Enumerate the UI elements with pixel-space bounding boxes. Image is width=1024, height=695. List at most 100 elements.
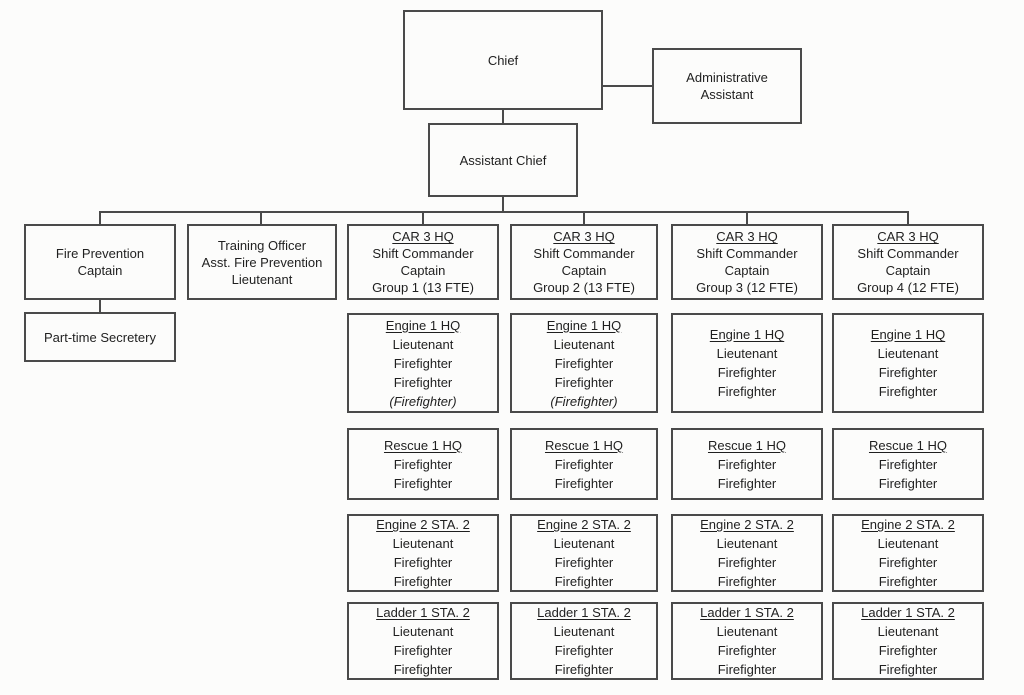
node-unit-g4-ladder1: Ladder 1 STA. 2 Lieutenant Firefighter F… bbox=[832, 602, 984, 680]
node-label: Administrative bbox=[686, 70, 768, 85]
unit-member: Firefighter bbox=[717, 643, 777, 658]
unit-title: Engine 1 HQ bbox=[709, 327, 785, 342]
node-part-time-secretary: Part-time Secretery bbox=[24, 312, 176, 362]
node-fire-prevention-captain: Fire Prevention Captain bbox=[24, 224, 176, 300]
unit-member: Lieutenant bbox=[392, 624, 454, 639]
connector-drop-group1 bbox=[422, 213, 424, 224]
unit-member: Firefighter bbox=[393, 475, 453, 491]
node-assistant-chief: Assistant Chief bbox=[428, 123, 578, 197]
node-label: Part-time Secretery bbox=[44, 329, 156, 345]
unit-title: Engine 2 STA. 2 bbox=[537, 517, 631, 532]
node-title: CAR 3 HQ bbox=[392, 229, 454, 244]
unit-title: Rescue 1 HQ bbox=[707, 437, 787, 453]
unit-member: Firefighter bbox=[554, 643, 614, 658]
node-unit-g2-engine2: Engine 2 STA. 2 Lieutenant Firefighter F… bbox=[510, 514, 658, 592]
node-label: Group 4 (12 FTE) bbox=[857, 280, 959, 295]
node-unit-g4-engine2: Engine 2 STA. 2 Lieutenant Firefighter F… bbox=[832, 514, 984, 592]
connector-fire-prevention-secretary bbox=[99, 299, 101, 312]
unit-member-extra: (Firefighter) bbox=[550, 393, 618, 409]
node-car3hq-group4: CAR 3 HQ Shift Commander Captain Group 4… bbox=[832, 224, 984, 300]
unit-member: Lieutenant bbox=[553, 624, 615, 639]
node-unit-g1-ladder1: Ladder 1 STA. 2 Lieutenant Firefighter F… bbox=[347, 602, 499, 680]
unit-title: Engine 2 STA. 2 bbox=[376, 517, 470, 532]
unit-member: Lieutenant bbox=[392, 536, 454, 551]
node-label: Assistant bbox=[700, 87, 754, 102]
node-label: Captain bbox=[885, 263, 931, 278]
node-unit-g1-engine1: Engine 1 HQ Lieutenant Firefighter Firef… bbox=[347, 313, 499, 413]
unit-member: Firefighter bbox=[393, 456, 453, 472]
unit-member: Firefighter bbox=[554, 475, 614, 491]
unit-title: Rescue 1 HQ bbox=[544, 437, 624, 453]
unit-member: Firefighter bbox=[393, 355, 453, 371]
node-label: Group 2 (13 FTE) bbox=[533, 280, 635, 295]
unit-member: Firefighter bbox=[393, 662, 453, 677]
node-unit-g2-ladder1: Ladder 1 STA. 2 Lieutenant Firefighter F… bbox=[510, 602, 658, 680]
unit-member: Firefighter bbox=[717, 456, 777, 472]
node-unit-g1-engine2: Engine 2 STA. 2 Lieutenant Firefighter F… bbox=[347, 514, 499, 592]
unit-member: Firefighter bbox=[554, 456, 614, 472]
node-unit-g2-rescue1: Rescue 1 HQ Firefighter Firefighter bbox=[510, 428, 658, 500]
node-label: Shift Commander bbox=[372, 246, 474, 261]
unit-member: Lieutenant bbox=[716, 624, 778, 639]
connector-drop-fire-prevention bbox=[99, 213, 101, 224]
unit-title: Ladder 1 STA. 2 bbox=[537, 605, 631, 620]
node-unit-g2-engine1: Engine 1 HQ Lieutenant Firefighter Firef… bbox=[510, 313, 658, 413]
unit-member: Firefighter bbox=[717, 365, 777, 380]
unit-member: Firefighter bbox=[393, 643, 453, 658]
unit-member: Firefighter bbox=[554, 574, 614, 589]
unit-member: Firefighter bbox=[878, 662, 938, 677]
unit-title: Ladder 1 STA. 2 bbox=[861, 605, 955, 620]
node-unit-g3-engine2: Engine 2 STA. 2 Lieutenant Firefighter F… bbox=[671, 514, 823, 592]
node-label: Captain bbox=[77, 263, 123, 278]
unit-title: Rescue 1 HQ bbox=[868, 437, 948, 453]
unit-member: Firefighter bbox=[554, 662, 614, 677]
node-car3hq-group2: CAR 3 HQ Shift Commander Captain Group 2… bbox=[510, 224, 658, 300]
unit-member: Lieutenant bbox=[877, 536, 939, 551]
unit-member: Lieutenant bbox=[877, 346, 939, 361]
unit-member: Firefighter bbox=[878, 574, 938, 589]
unit-member: Firefighter bbox=[878, 555, 938, 570]
node-title: CAR 3 HQ bbox=[877, 229, 939, 244]
unit-member: Lieutenant bbox=[392, 336, 454, 352]
node-label: Shift Commander bbox=[533, 246, 635, 261]
unit-member: Firefighter bbox=[717, 574, 777, 589]
unit-title: Engine 2 STA. 2 bbox=[861, 517, 955, 532]
unit-member: Firefighter bbox=[878, 643, 938, 658]
unit-member: Firefighter bbox=[554, 355, 614, 371]
unit-member: Firefighter bbox=[717, 384, 777, 399]
unit-member-extra: (Firefighter) bbox=[389, 393, 457, 409]
connector-assistant-chief-bus bbox=[502, 197, 504, 211]
node-label: Shift Commander bbox=[696, 246, 798, 261]
node-administrative-assistant: Administrative Assistant bbox=[652, 48, 802, 124]
node-title: CAR 3 HQ bbox=[553, 229, 615, 244]
unit-member: Firefighter bbox=[878, 475, 938, 491]
node-label: Asst. Fire Prevention bbox=[201, 254, 323, 270]
node-unit-g1-rescue1: Rescue 1 HQ Firefighter Firefighter bbox=[347, 428, 499, 500]
node-label: Fire Prevention bbox=[55, 246, 145, 261]
node-label: Chief bbox=[487, 52, 519, 68]
unit-member: Lieutenant bbox=[716, 536, 778, 551]
node-car3hq-group1: CAR 3 HQ Shift Commander Captain Group 1… bbox=[347, 224, 499, 300]
node-label: Training Officer bbox=[217, 237, 307, 253]
node-label: Group 1 (13 FTE) bbox=[372, 280, 474, 295]
connector-drop-group4 bbox=[907, 213, 909, 224]
connector-children-bus bbox=[99, 211, 909, 213]
connector-drop-training-officer bbox=[260, 213, 262, 224]
node-unit-g4-rescue1: Rescue 1 HQ Firefighter Firefighter bbox=[832, 428, 984, 500]
node-label: Group 3 (12 FTE) bbox=[696, 280, 798, 295]
unit-title: Ladder 1 STA. 2 bbox=[700, 605, 794, 620]
node-label: Captain bbox=[561, 263, 607, 278]
unit-member: Firefighter bbox=[878, 384, 938, 399]
node-label: Assistant Chief bbox=[459, 152, 547, 168]
unit-member: Firefighter bbox=[717, 662, 777, 677]
unit-title: Engine 1 HQ bbox=[546, 317, 622, 333]
connector-drop-group2 bbox=[583, 213, 585, 224]
unit-title: Ladder 1 STA. 2 bbox=[376, 605, 470, 620]
unit-title: Rescue 1 HQ bbox=[383, 437, 463, 453]
unit-member: Firefighter bbox=[878, 456, 938, 472]
unit-member: Firefighter bbox=[878, 365, 938, 380]
node-label: Captain bbox=[724, 263, 770, 278]
unit-member: Firefighter bbox=[554, 555, 614, 570]
node-label: Shift Commander bbox=[857, 246, 959, 261]
